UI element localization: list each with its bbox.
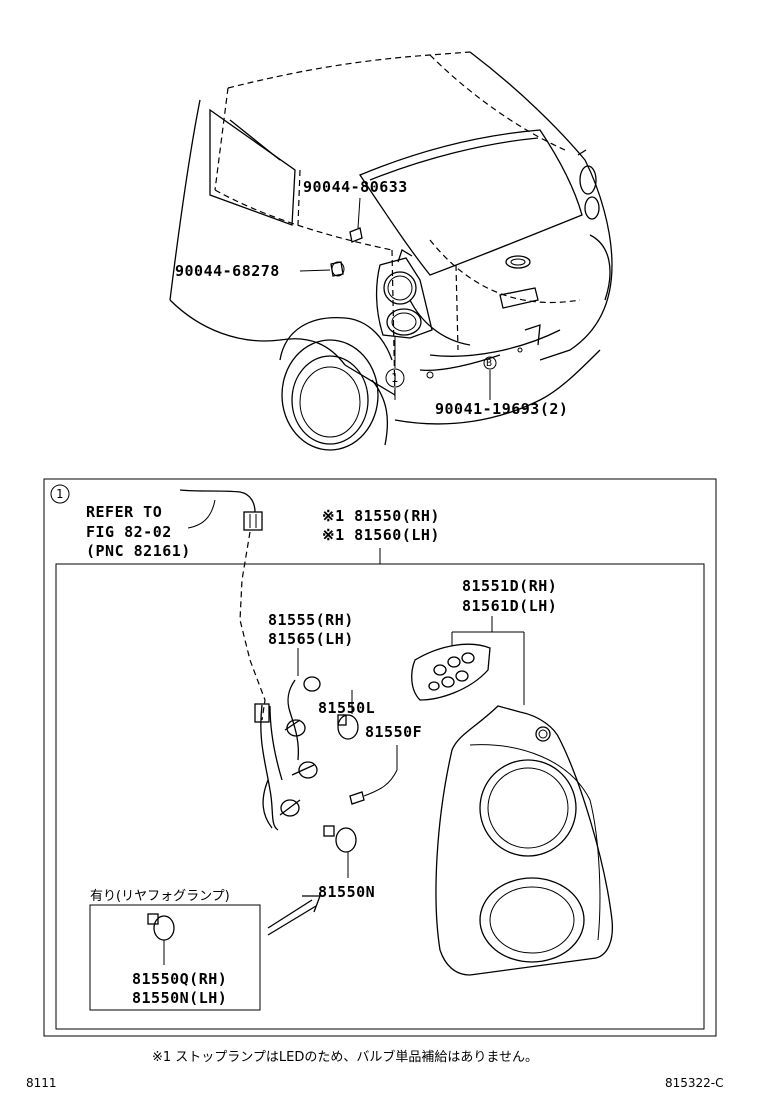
- lamp-assy-rh: ※1 81550(RH): [322, 507, 440, 525]
- assembly-marker-circle: [50, 484, 70, 504]
- callout-bolt-upper: 90044-80633: [303, 178, 408, 196]
- lamp-assy-lh: ※1 81560(LH): [322, 526, 440, 544]
- socket-wire-81555-drawing: [254, 648, 321, 831]
- fog-rh: 81550Q(RH): [132, 970, 228, 988]
- bulb-81550f-drawing: [349, 745, 398, 805]
- arrow-icon: [267, 895, 321, 936]
- clip-marker: B: [486, 358, 493, 369]
- lens-rh: 81551D(RH): [462, 577, 558, 595]
- lens-81551d-drawing: [411, 616, 525, 705]
- refer-line-1: REFER TO: [86, 503, 163, 521]
- page-code-left: 8111: [26, 1076, 57, 1090]
- tail-lamp-housing-drawing: [435, 705, 614, 976]
- assembly-frame: [43, 478, 717, 1037]
- bulb-n-label: 81550N: [318, 883, 376, 901]
- assembly-marker-box: 1: [56, 487, 64, 501]
- footnote: ※1 ストップランプはLEDのため、バルブ単品補給はありません。: [152, 1050, 538, 1065]
- socket-lh: 81565(LH): [268, 630, 354, 648]
- fog-lh: 81550N(LH): [132, 989, 228, 1007]
- fog-lamp-inset: [89, 904, 261, 1011]
- bulb-f-label: 81550F: [365, 723, 423, 741]
- refer-line-3: (PNC 82161): [86, 542, 191, 560]
- lamp-assembly-frame: [55, 563, 705, 1030]
- refer-wire: [179, 489, 256, 513]
- lens-lh: 81561D(LH): [462, 597, 558, 615]
- refer-line-2: FIG 82-02: [86, 523, 172, 541]
- bulb-81550n-drawing: [323, 825, 357, 878]
- assembly-marker-top: 1: [391, 371, 399, 385]
- bulb-81550l-drawing: [337, 690, 359, 740]
- socket-rh: 81555(RH): [268, 611, 354, 629]
- callout-bolt-lower: 90044-68278: [175, 262, 280, 280]
- callout-clip: 90041-19693(2): [435, 400, 569, 418]
- page-code-right: 815322-C: [665, 1076, 724, 1090]
- car-rear-illustration: [169, 51, 613, 451]
- fog-bulb-drawing: [147, 913, 175, 965]
- fog-title: 有り(リヤフォグランプ): [90, 889, 230, 904]
- bulb-l-label: 81550L: [318, 699, 376, 717]
